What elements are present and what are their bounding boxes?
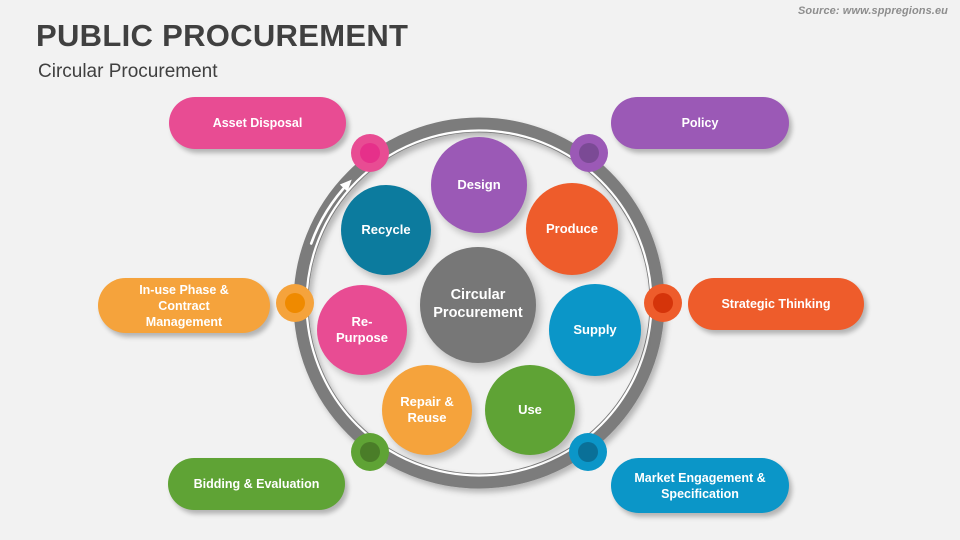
- ring-node-policy[interactable]: [570, 134, 608, 172]
- label-pill-asset-disposal[interactable]: Asset Disposal: [169, 97, 346, 149]
- ring-node-in-use-phase[interactable]: [276, 284, 314, 322]
- ring-node-asset-disposal[interactable]: [351, 134, 389, 172]
- label-pill-bidding-evaluation[interactable]: Bidding & Evaluation: [168, 458, 345, 510]
- inner-circle-re-purpose[interactable]: Re- Purpose: [317, 285, 407, 375]
- ring-node-core-market-engagement: [578, 442, 598, 462]
- ring-node-core-policy: [579, 143, 599, 163]
- inner-circle-produce[interactable]: Produce: [526, 183, 618, 275]
- label-pill-in-use-phase[interactable]: In-use Phase & Contract Management: [98, 278, 270, 333]
- source-attribution: Source: www.sppregions.eu: [797, 5, 948, 17]
- ring-node-core-in-use-phase: [285, 293, 305, 313]
- inner-circle-supply[interactable]: Supply: [549, 284, 641, 376]
- label-pill-policy[interactable]: Policy: [611, 97, 789, 149]
- hub-circle-circular-procurement[interactable]: Circular Procurement: [420, 247, 536, 363]
- ring-node-core-strategic-thinking: [653, 293, 673, 313]
- ring-node-core-asset-disposal: [360, 143, 380, 163]
- ring-node-core-bidding-evaluation: [360, 442, 380, 462]
- page-title: PUBLIC PROCUREMENT: [36, 18, 409, 53]
- page-subtitle: Circular Procurement: [38, 61, 218, 82]
- ring-node-strategic-thinking[interactable]: [644, 284, 682, 322]
- label-pill-strategic-thinking[interactable]: Strategic Thinking: [688, 278, 864, 330]
- inner-circle-design[interactable]: Design: [431, 137, 527, 233]
- ring-node-bidding-evaluation[interactable]: [351, 433, 389, 471]
- inner-circle-repair-reuse[interactable]: Repair & Reuse: [382, 365, 472, 455]
- inner-circle-use[interactable]: Use: [485, 365, 575, 455]
- label-pill-market-engagement[interactable]: Market Engagement & Specification: [611, 458, 789, 513]
- ring-node-market-engagement[interactable]: [569, 433, 607, 471]
- inner-circle-recycle[interactable]: Recycle: [341, 185, 431, 275]
